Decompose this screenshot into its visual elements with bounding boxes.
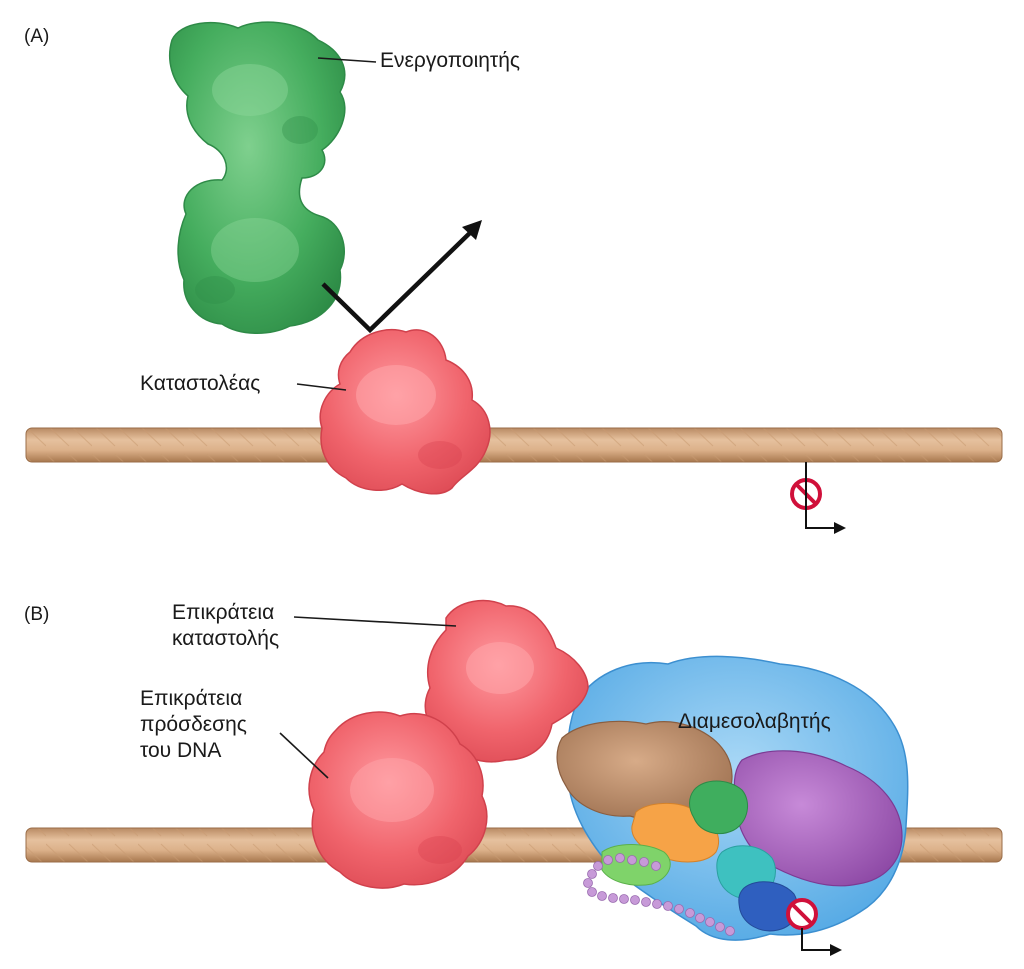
- dna-binding-domain-label-line3: του DNA: [140, 739, 221, 762]
- repression-domain-label-line2: καταστολής: [172, 627, 279, 650]
- dna-binding-domain-leader-line: [279, 732, 329, 779]
- repression-domain-leader-line: [293, 616, 457, 627]
- activator-protein: [169, 21, 346, 334]
- activator-label: Ενεργοποιητής: [380, 49, 520, 72]
- blocked-transcription-icon-b: [786, 898, 818, 930]
- panel-b-label: (B): [24, 604, 49, 625]
- mediator-complex: [556, 655, 909, 941]
- repressor-protein-b: [308, 599, 589, 889]
- blocked-activation-arrow: [321, 220, 482, 334]
- activator-leader-line: [317, 57, 377, 63]
- transcription-start-arrow-icon: [805, 462, 846, 534]
- panel-a-label: (A): [24, 26, 49, 47]
- transcription-start-arrow-icon-b: [801, 928, 842, 956]
- repression-domain-label-line1: Επικράτεια: [172, 601, 274, 624]
- dna-binding-domain-label-line1: Επικράτεια: [140, 687, 242, 710]
- repressor-label: Καταστολέας: [140, 372, 260, 395]
- mediator-label: Διαμεσολαβητής: [678, 710, 831, 733]
- dna-binding-domain-label-line2: πρόσδεσης: [140, 713, 247, 736]
- repressor-protein-a: [319, 329, 491, 495]
- dna-binding-domain-label: Επικράτεια πρόσδεσης του DNA: [140, 687, 253, 762]
- repression-domain-label: Επικράτεια καταστολής: [172, 601, 280, 650]
- repressor-leader-line: [296, 383, 347, 391]
- dna-strand-a: [25, 427, 1003, 463]
